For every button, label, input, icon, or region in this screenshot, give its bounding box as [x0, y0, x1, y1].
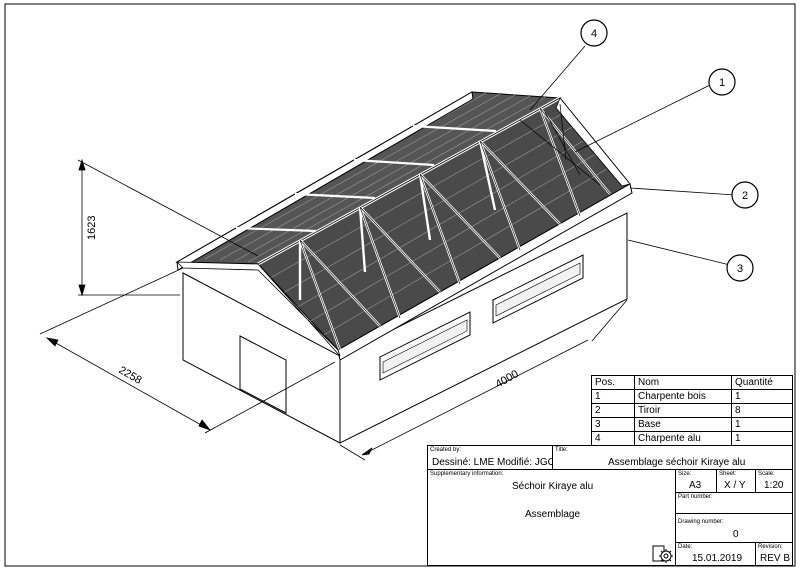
leader-4	[529, 45, 586, 111]
base-window-2-inner	[495, 262, 581, 317]
cell-pos: 4	[591, 431, 635, 446]
title-cell: Title: Assemblage séchoir Kiraye alu	[552, 445, 793, 470]
header-quantite: Quantité	[731, 375, 793, 390]
created-by-label: Created by:	[430, 447, 462, 453]
roof-corrugation-front	[269, 109, 613, 337]
header-nom: Nom	[634, 375, 732, 390]
cell-nom: Charpente alu	[634, 431, 732, 446]
header-pos: Pos.	[591, 375, 635, 390]
size-label: Size:	[678, 471, 692, 477]
leader-1	[574, 84, 711, 153]
cell-qty: 8	[731, 403, 793, 418]
drawing-title: Assemblage séchoir Kiraye alu	[608, 457, 746, 468]
base-door	[239, 335, 287, 414]
created-by-value: Dessiné: LME Modifié: JGO	[432, 457, 556, 468]
svg-text:1: 1	[719, 77, 725, 89]
dim-length-line	[361, 339, 589, 456]
supplementary-label: Supplementary information:	[430, 471, 504, 477]
dim-depth-text: 2258	[117, 364, 144, 387]
drawing-number-cell: Drawing number: 0	[675, 513, 793, 543]
cell-qty: 1	[731, 417, 793, 432]
sheet-cell: Sheet: X / Y	[716, 469, 756, 493]
base-window-1-inner	[382, 319, 468, 374]
drawing-number-value: 0	[733, 529, 739, 540]
svg-text:2: 2	[742, 190, 748, 202]
dim-length-text: 4000	[494, 368, 521, 391]
table-row: 4 Charpente alu 1	[591, 431, 793, 446]
revision-value: REV B	[760, 553, 791, 564]
supplementary-line-1: Séchoir Kiraye alu	[512, 481, 594, 492]
front-eave-beam	[337, 183, 633, 361]
supplementary-line-2: Assemblage	[525, 509, 581, 520]
table-row: 3 Base 1	[591, 417, 793, 432]
building-base	[182, 212, 628, 444]
back-eave-beam	[176, 91, 474, 271]
cell-qty: 1	[731, 431, 793, 446]
date-cell: Date: 15.01.2019	[675, 542, 756, 566]
cell-pos: 1	[591, 389, 635, 404]
scale-value: 1:20	[764, 480, 784, 491]
parts-list-header: Pos. Nom Quantité	[591, 375, 793, 390]
svg-text:3: 3	[737, 263, 743, 275]
cell-nom: Base	[634, 417, 732, 432]
parts-list-table: Pos. Nom Quantité 1 Charpente bois 1 2 T…	[591, 375, 793, 446]
back-rafters	[235, 124, 497, 233]
revision-cell: Revision: REV B	[755, 542, 793, 566]
drawing-number-label: Drawing number:	[678, 519, 724, 525]
scale-cell: Scale: 1:20	[755, 469, 793, 493]
cell-pos: 2	[591, 403, 635, 418]
cell-nom: Charpente bois	[634, 389, 732, 404]
date-label: Date:	[678, 544, 693, 550]
leader-2	[629, 187, 736, 196]
cell-pos: 3	[591, 417, 635, 432]
size-value: A3	[689, 480, 702, 491]
dim-height-text: 1623	[86, 216, 98, 240]
svg-text:4: 4	[591, 28, 597, 40]
created-by-cell: Created by: Dessiné: LME Modifié: JGO	[427, 445, 556, 470]
cell-qty: 1	[731, 389, 793, 404]
callout-2: 2	[731, 181, 759, 209]
dimension-lines	[39, 45, 736, 461]
revision-label: Revision:	[758, 544, 783, 550]
callout-4: 4	[580, 19, 608, 47]
part-number-label: Part number:	[678, 494, 713, 500]
supplementary-cell: Supplementary information: Séchoir Kiray…	[427, 469, 676, 566]
sheet-border	[4, 3, 796, 567]
callout-3: 3	[726, 254, 754, 282]
date-value: 15.01.2019	[692, 553, 743, 564]
gear-document-icon	[652, 545, 673, 563]
scale-label: Scale:	[758, 471, 775, 477]
leader-3	[627, 239, 731, 266]
title-label: Title:	[555, 447, 568, 453]
callout-1: 1	[708, 68, 736, 96]
dim-depth-line	[46, 337, 211, 431]
roof	[175, 91, 633, 361]
right-gable-truss	[555, 97, 631, 187]
size-cell: Size: A3	[675, 469, 717, 493]
part-number-cell: Part number:	[675, 492, 793, 514]
table-row: 2 Tiroir 8	[591, 403, 793, 418]
table-row: 1 Charpente bois 1	[591, 389, 793, 404]
cell-nom: Tiroir	[634, 403, 732, 418]
sheet-value: X / Y	[724, 480, 746, 491]
sheet-label: Sheet:	[719, 471, 737, 477]
